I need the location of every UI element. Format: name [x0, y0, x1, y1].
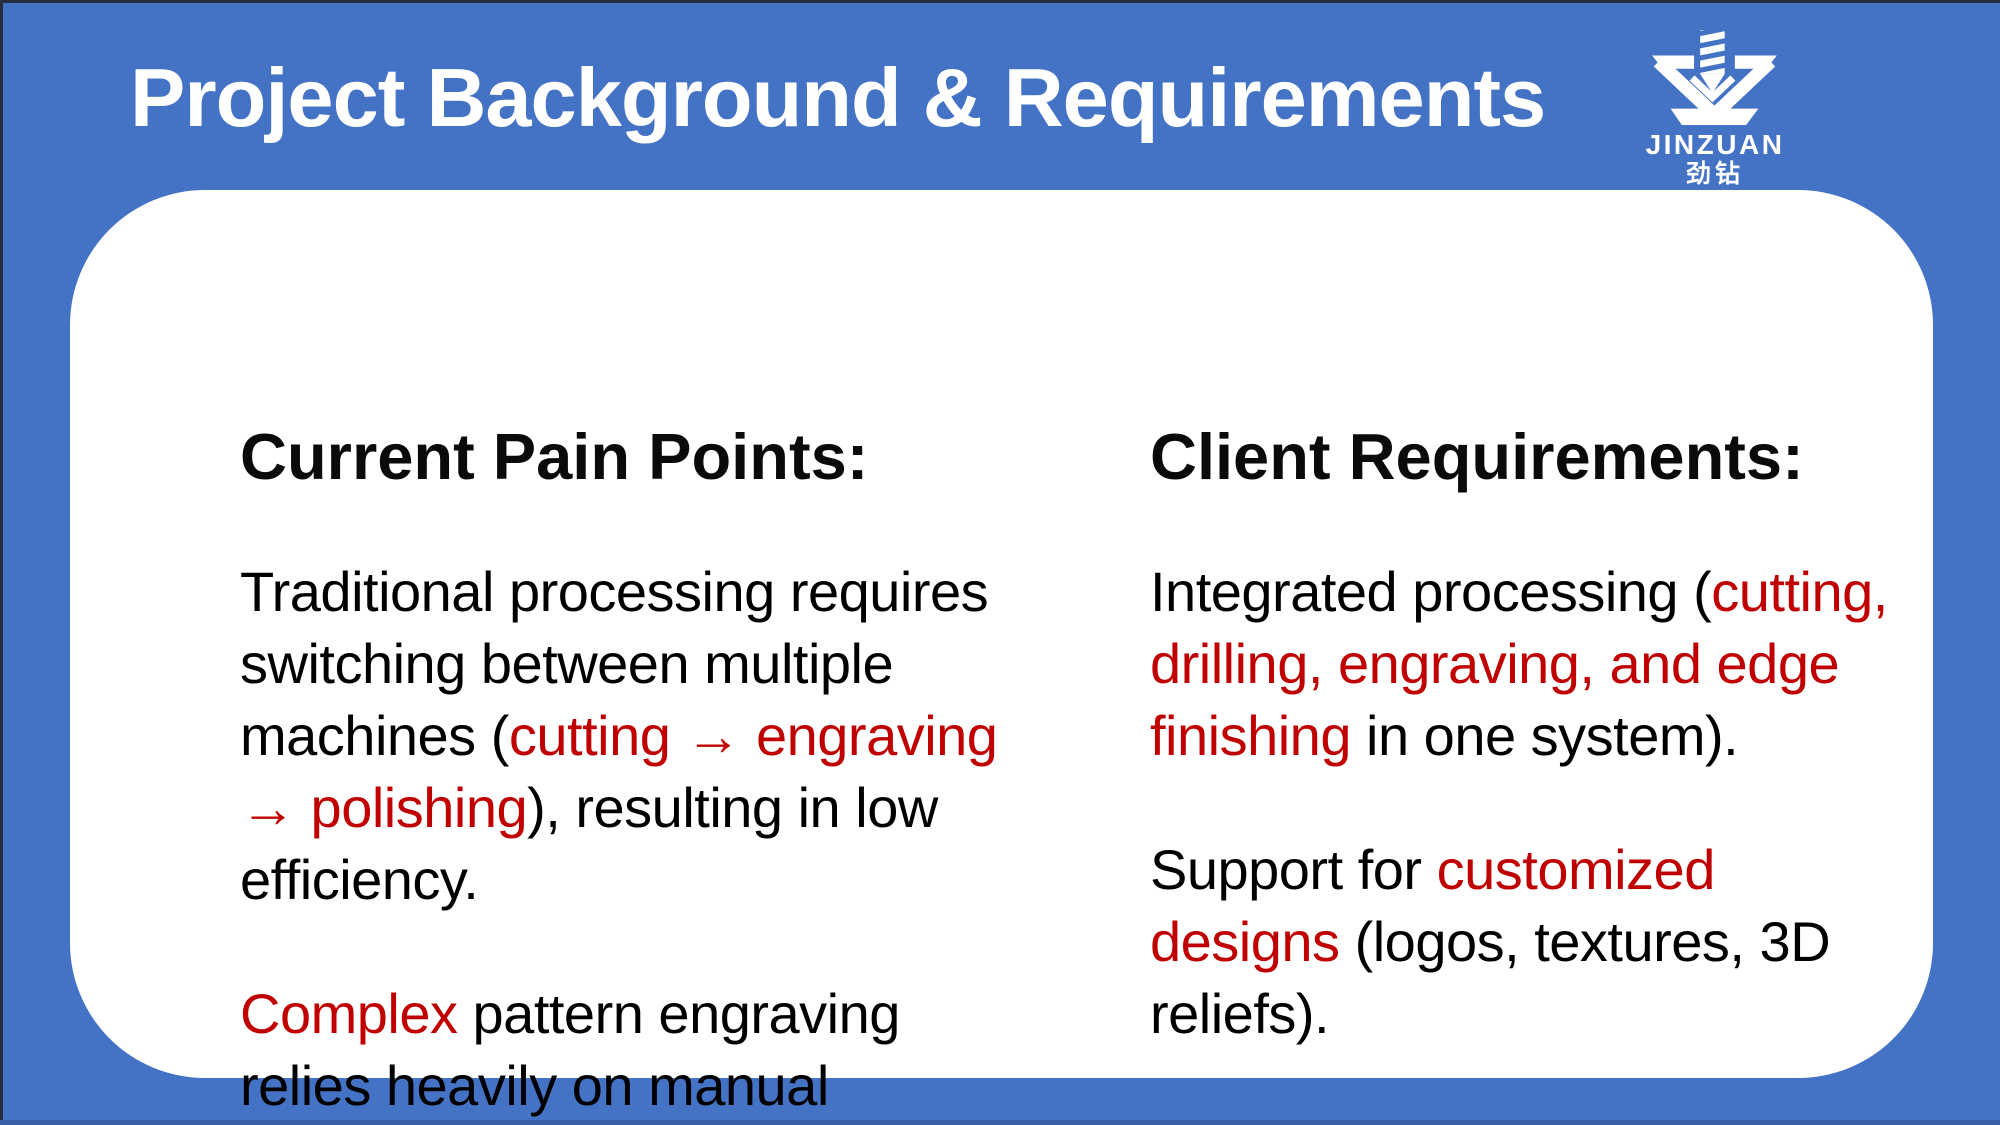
- brand-name: JINZUAN: [1645, 129, 1785, 160]
- section-heading-pain-points: Current Pain Points:: [240, 420, 869, 493]
- highlight-text: Complex: [240, 982, 458, 1045]
- body-text: Integrated processing (: [1150, 560, 1712, 623]
- paragraph-integrated-processing: Integrated processing (cutting, drilling…: [1150, 556, 1955, 772]
- highlight-text: cutting → engraving → polishing: [240, 704, 998, 839]
- client-requirements-section: Client Requirements: Integrated processi…: [1150, 420, 1955, 1050]
- highlight-text: customized designs: [1150, 838, 1715, 973]
- brand-logo: JINZUAN 劲钻: [1640, 30, 1790, 188]
- paragraph-traditional-processing: Traditional processing requires switchin…: [240, 556, 1055, 916]
- paragraph-complex-engraving: Complex pattern engraving relies heavily…: [240, 978, 1055, 1125]
- slide-title: Project Background & Requirements: [130, 51, 1546, 144]
- content-card: Current Pain Points: Traditional process…: [70, 190, 1933, 1117]
- brand-name-chinese: 劲钻: [1685, 160, 1744, 188]
- highlight-text: cutting, drilling, engraving, and edge f…: [1150, 560, 1888, 767]
- body-text: ), resulting in low efficiency.: [240, 776, 938, 911]
- body-text: (logos, textures, 3D reliefs).: [1150, 910, 1831, 1045]
- section-heading-client-requirements: Client Requirements:: [1150, 420, 1804, 493]
- screen-edge-bottom: [0, 1120, 2000, 1125]
- body-text: Support for: [1150, 838, 1437, 901]
- screen-edge-top: [0, 0, 2000, 3]
- body-text: pattern engraving relies heavily on manu…: [240, 982, 900, 1117]
- paragraph-customized-designs: Support for customized designs (logos, t…: [1150, 834, 1955, 1050]
- drill-emblem-icon: [1652, 30, 1777, 125]
- pain-points-section: Current Pain Points: Traditional process…: [240, 420, 1055, 1125]
- body-text: Traditional processing requires switchin…: [240, 560, 989, 767]
- body-text: in one system).: [1350, 704, 1739, 767]
- screen-edge-left: [0, 0, 3, 1125]
